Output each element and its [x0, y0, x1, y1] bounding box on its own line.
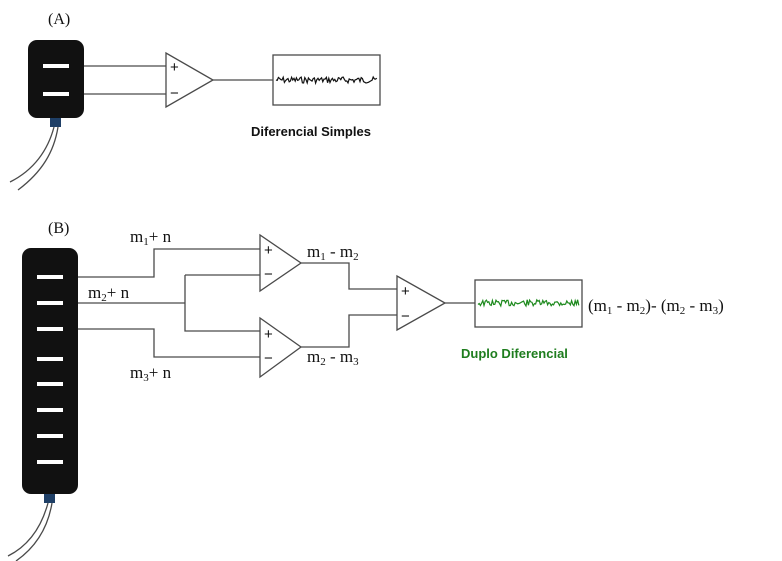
- signal-box-a: [272, 54, 381, 106]
- amplifier-a-plus: +: [170, 59, 179, 76]
- electrode-b-body: [22, 248, 78, 494]
- amplifier-b1-triangle: [259, 233, 303, 293]
- amplifier-b1: + −: [259, 233, 303, 293]
- electrode-a-cable-1: [9, 126, 55, 183]
- signal-b-trace: [477, 298, 580, 308]
- panel-a-label: (A): [48, 11, 70, 28]
- signal-a-trace: [275, 75, 378, 86]
- output-formula: (m1 - m2)- (m2 - m3): [588, 296, 724, 317]
- label-m2-plus-n: m2+ n: [88, 283, 130, 304]
- amplifier-b2-triangle: [259, 316, 303, 379]
- electrode-b-bar-6: [37, 408, 63, 412]
- panel-b-label: (B): [48, 220, 69, 237]
- electrode-a: [9, 40, 84, 191]
- electrode-b-connector: [44, 494, 55, 503]
- amplifier-b3: + −: [396, 274, 447, 332]
- wire-m1: [78, 248, 260, 278]
- electrode-b: [7, 248, 78, 561]
- amplifier-b3-minus: −: [401, 308, 410, 325]
- electrode-b-bar-1: [37, 275, 63, 279]
- wire-m2-split: [184, 275, 260, 332]
- label-m1-minus-m2: m1 - m2: [307, 242, 359, 263]
- electrode-a-bar-2: [43, 92, 69, 96]
- amplifier-b2-minus: −: [264, 350, 273, 367]
- electrode-a-connector: [50, 118, 61, 127]
- electrode-a-cable-2: [17, 126, 59, 191]
- amplifier-b3-plus: +: [401, 283, 410, 300]
- caption-a: Diferencial Simples: [251, 124, 371, 139]
- electrode-b-bar-7: [37, 434, 63, 438]
- amplifier-b1-minus: −: [264, 266, 273, 283]
- amplifier-a-triangle: [165, 51, 215, 109]
- caption-b: Duplo Diferencial: [461, 346, 568, 361]
- label-m1-plus-n: m1+ n: [130, 227, 172, 248]
- electrode-b-bar-2: [37, 301, 63, 305]
- wire-m3: [78, 328, 260, 358]
- electrode-b-cable-2: [15, 502, 53, 561]
- electrode-b-bar-3: [37, 327, 63, 331]
- amplifier-a-minus: −: [170, 85, 179, 102]
- electrode-a-body: [28, 40, 84, 118]
- wire-diff-top: [301, 262, 397, 290]
- label-m3-plus-n: m3+ n: [130, 363, 172, 384]
- wire-diff-bottom: [301, 314, 397, 348]
- electrode-b-bar-5: [37, 382, 63, 386]
- amplifier-b1-plus: +: [264, 242, 273, 259]
- label-m2-minus-m3: m2 - m3: [307, 347, 359, 368]
- electrode-a-bar-1: [43, 64, 69, 68]
- amplifier-b3-triangle: [396, 274, 447, 332]
- amplifier-b2: + −: [259, 316, 303, 379]
- electrode-b-cable-1: [7, 502, 49, 557]
- electrode-b-bar-8: [37, 460, 63, 464]
- signal-box-b: [474, 279, 583, 328]
- amplifier-a: + −: [165, 51, 215, 109]
- amplifier-b2-plus: +: [264, 326, 273, 343]
- electrode-b-bar-4: [37, 357, 63, 361]
